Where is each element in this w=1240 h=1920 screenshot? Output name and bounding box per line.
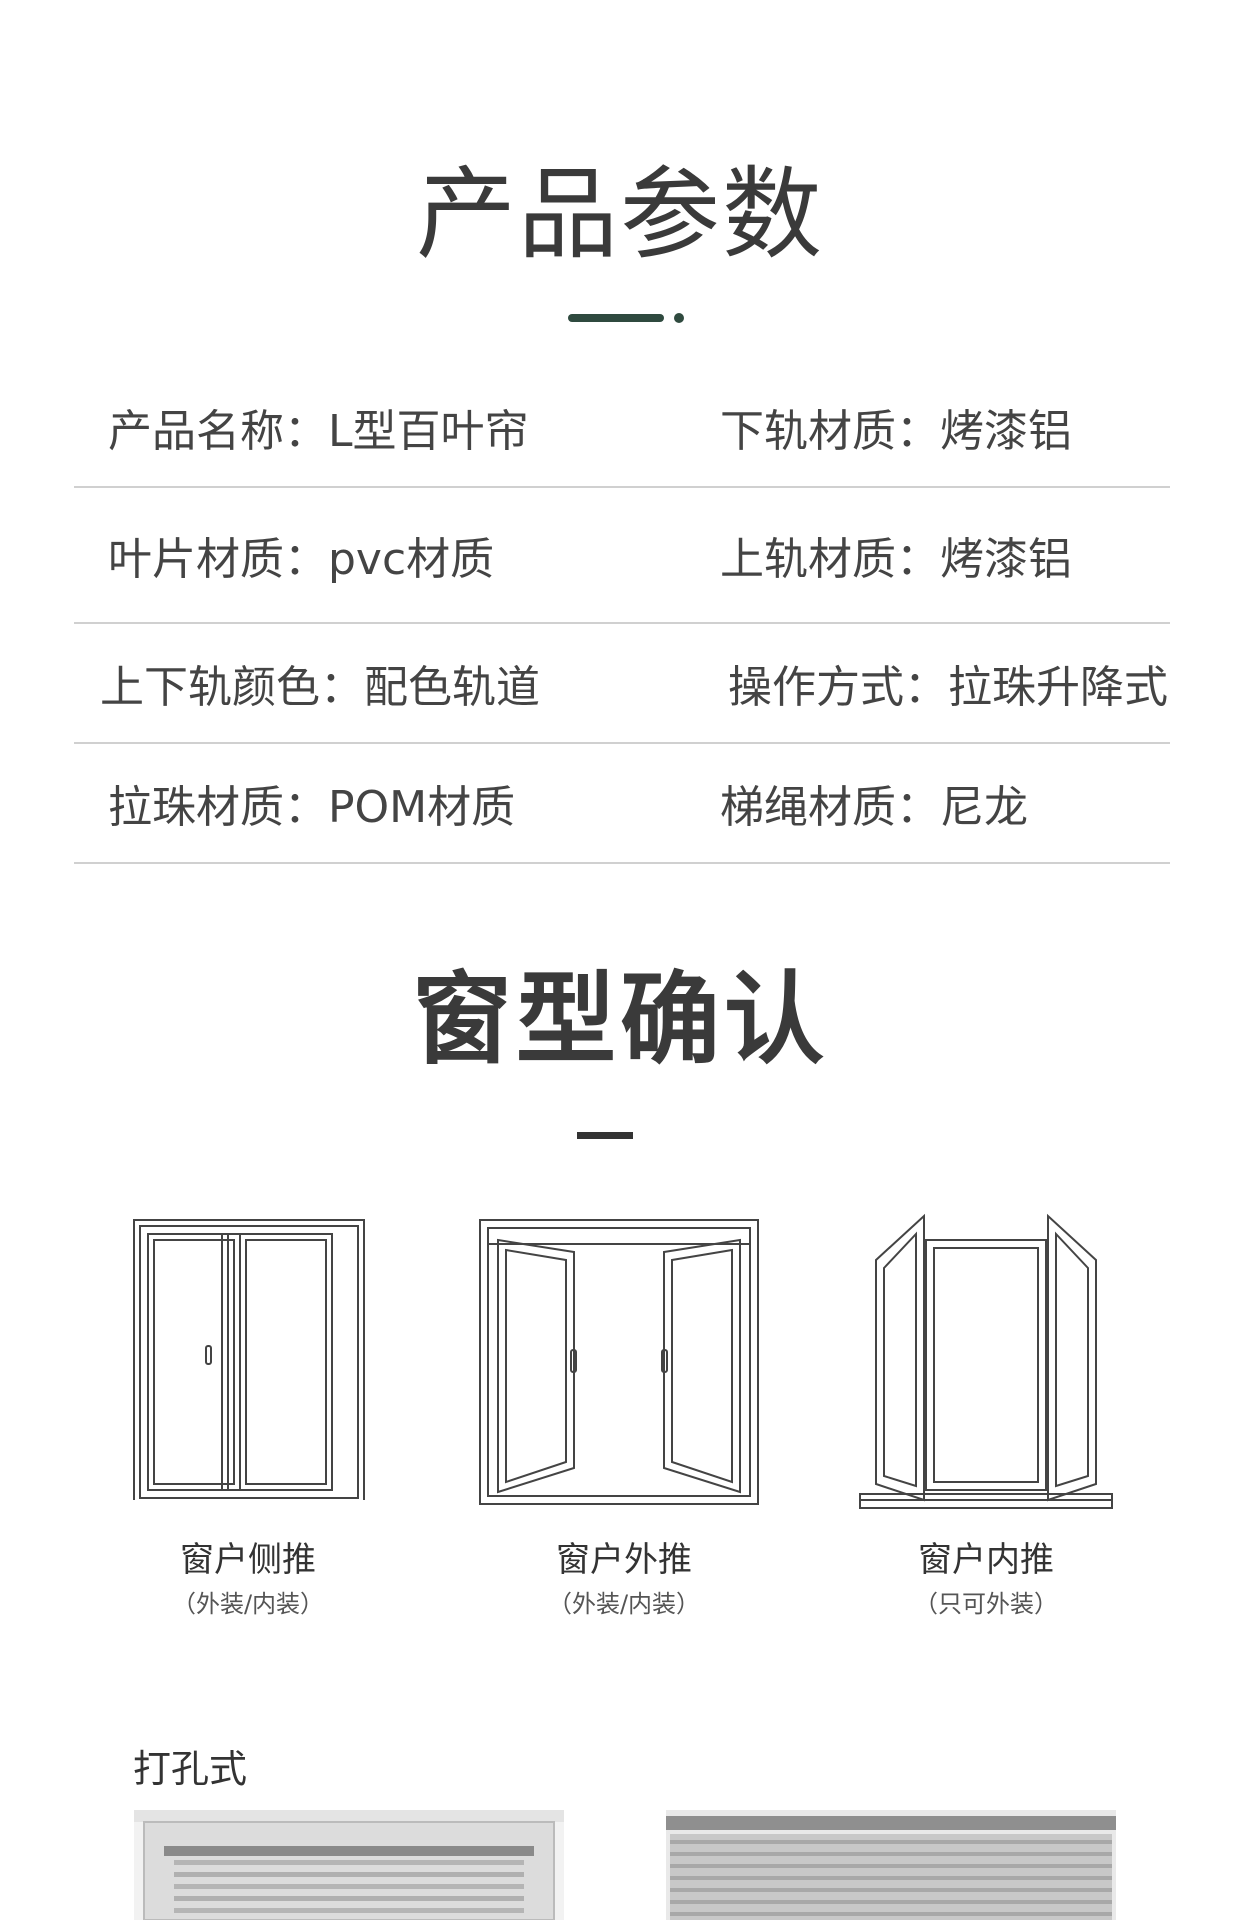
sliding-window-icon [133,1219,365,1500]
spec-slat-material: 叶片材质：pvc材质 [108,534,495,585]
spec-table: 产品名称：L型百叶帘 下轨材质：烤漆铝 叶片材质：pvc材质 上轨材质：烤漆铝 … [74,368,1170,864]
spec-ladder-cord-material: 梯绳材质：尼龙 [720,782,1028,833]
window-label-sliding: 窗户侧推 [180,1540,316,1580]
spec-operation-mode: 操作方式：拉珠升降式 [728,662,1168,713]
window-option-outward [474,1200,764,1510]
window-label-inward: 窗户内推 [918,1540,1054,1580]
section-title-product-params: 产品参数 [416,156,824,273]
title-accent-line [568,314,664,322]
title-accent-dot [674,313,684,323]
spec-row: 上下轨颜色：配色轨道 操作方式：拉珠升降式 [74,624,1170,744]
window-sub-inward: （只可外装） [914,1590,1058,1618]
spec-top-rail-material: 上轨材质：烤漆铝 [720,534,1072,585]
section-title-window-type: 窗型确认 [412,961,828,1078]
window-sub-sliding: （外装/内装） [171,1590,325,1618]
spec-product-name: 产品名称：L型百叶帘 [108,406,529,457]
drilled-install-photo-1 [134,1810,564,1920]
outward-casement-window-icon [479,1219,759,1505]
spec-bottom-rail-material: 下轨材质：烤漆铝 [720,406,1072,457]
window-option-sliding [128,1200,368,1500]
window-sub-outward: （外装/内装） [547,1590,701,1618]
spec-row: 叶片材质：pvc材质 上轨材质：烤漆铝 [74,488,1170,624]
spec-row: 拉珠材质：POM材质 梯绳材质：尼龙 [74,744,1170,864]
inward-casement-window-icon [859,1213,1113,1509]
spec-bead-material: 拉珠材质：POM材质 [108,782,516,833]
drilled-install-photo-2 [666,1810,1116,1920]
window-option-inward [856,1200,1116,1520]
spec-rail-color: 上下轨颜色：配色轨道 [100,662,540,713]
window-label-outward: 窗户外推 [556,1540,692,1580]
title-dash [577,1132,633,1139]
spec-row: 产品名称：L型百叶帘 下轨材质：烤漆铝 [74,368,1170,488]
install-method-label: 打孔式 [133,1747,248,1791]
